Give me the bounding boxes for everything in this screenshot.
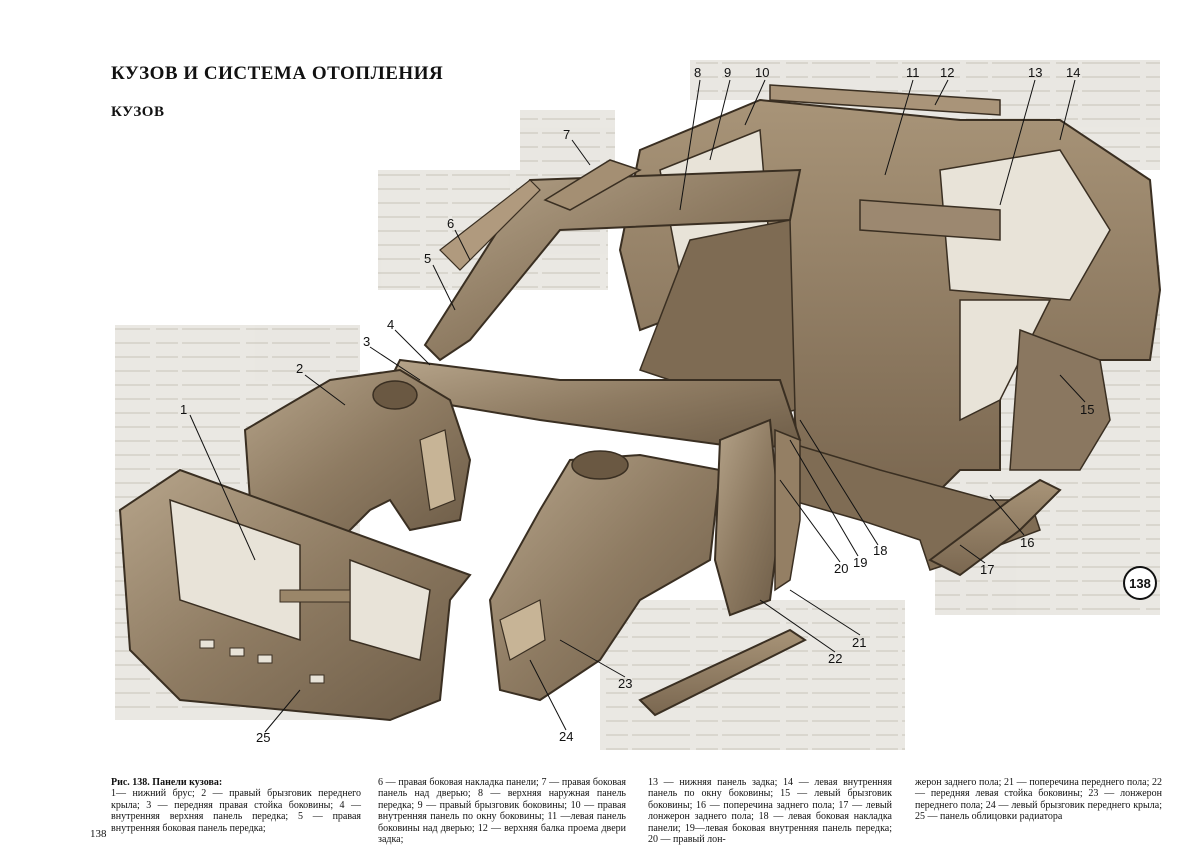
windshield-frame (388, 159, 802, 452)
caption-text-2: 6 — правая боковая накладка панели; 7 — … (378, 777, 626, 846)
callout-13: 13 (1028, 65, 1043, 80)
rear-body-frame (618, 84, 1162, 571)
caption-column-4: жерон заднего пола; 21 — поперечина пере… (915, 777, 1162, 823)
callout-14: 14 (1066, 65, 1081, 80)
left-fender-apron (488, 450, 722, 702)
caption-text-1: 1— нижний брус; 2 — правый брызговик пер… (111, 788, 361, 834)
callout-17: 17 (980, 562, 995, 577)
callout-5: 5 (424, 251, 432, 266)
callout-11: 11 (906, 65, 920, 80)
caption-text-4: жерон заднего пола; 21 — поперечина пере… (915, 777, 1162, 823)
callout-21: 21 (852, 635, 867, 650)
page-title: КУЗОВ И СИСТЕМА ОТОПЛЕНИЯ (111, 63, 444, 84)
callout-9: 9 (724, 65, 732, 80)
callout-18: 18 (873, 543, 888, 558)
front-pillar (713, 418, 801, 617)
callout-15: 15 (1080, 402, 1095, 417)
callout-4: 4 (387, 317, 395, 332)
caption-text-3: 13 — нижняя панель задка; 14 — левая вну… (648, 777, 892, 846)
callout-22: 22 (828, 651, 843, 666)
section-title: КУЗОВ (111, 104, 165, 120)
callout-3: 3 (363, 334, 371, 349)
callout-2: 2 (296, 361, 304, 376)
body-panels-illustration (115, 60, 1162, 750)
caption-title: Рис. 138. Панели кузова: (111, 777, 223, 788)
page-number: 138 (90, 828, 107, 840)
callout-24: 24 (559, 729, 574, 744)
rear-longitudinal (928, 478, 1062, 577)
callout-20: 20 (834, 561, 849, 576)
callout-10: 10 (755, 65, 770, 80)
callout-16: 16 (1020, 535, 1035, 550)
caption-column-1: Рис. 138. Панели кузова: 1— нижний брус;… (111, 777, 361, 834)
radiator-panel (118, 468, 472, 722)
callout-1: 1 (180, 402, 188, 417)
caption-column-2: 6 — правая боковая накладка панели; 7 — … (378, 777, 626, 845)
callout-19: 19 (853, 555, 868, 570)
callout-7: 7 (563, 127, 571, 142)
callout-6: 6 (447, 216, 455, 231)
leader-lines (189, 79, 1086, 733)
caption-column-3: 13 — нижняя панель задка; 14 — левая вну… (648, 777, 892, 845)
floor-longitudinal (638, 628, 807, 717)
callout-25: 25 (256, 730, 271, 745)
right-fender-apron (243, 368, 472, 542)
figure-number-badge: 138 (1123, 566, 1157, 600)
callout-23: 23 (618, 676, 633, 691)
callout-8: 8 (694, 65, 702, 80)
callout-12: 12 (940, 65, 955, 80)
